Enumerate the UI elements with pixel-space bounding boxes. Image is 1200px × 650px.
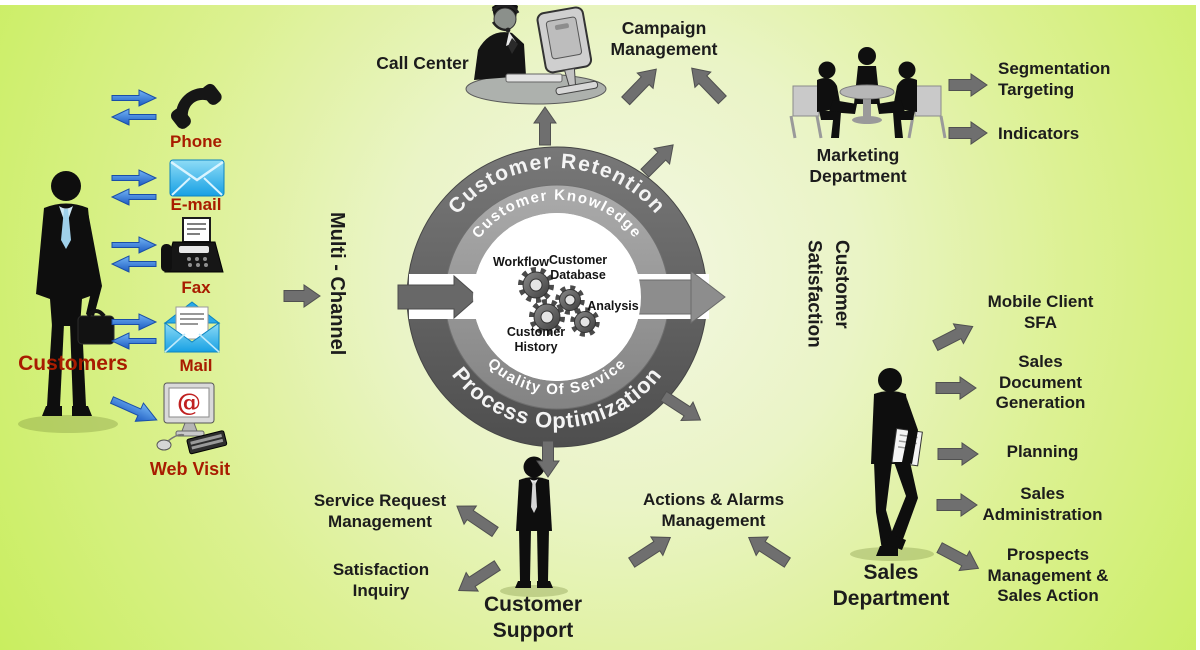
arrow-to-call-center	[533, 106, 557, 146]
crm-hub-rings: Customer Retention Process Optimization …	[397, 146, 726, 448]
crm-hub: Customer Retention Process Optimization …	[395, 145, 730, 449]
sales-document-generation-label: Sales Document Generation	[995, 352, 1086, 413]
arrow-to-segmentation	[948, 73, 988, 97]
phone-label: Phone	[170, 132, 222, 151]
arrow-to-service-request	[456, 505, 499, 538]
campaign-management-label: Campaign Management	[610, 18, 718, 60]
planning-label: Planning	[1006, 442, 1079, 461]
mail-open-envelope-icon	[163, 301, 221, 353]
service-request-management-label: Service Request Management	[313, 491, 447, 531]
arrow-to-actions-right	[747, 536, 791, 568]
analysis-label: Analysis	[587, 299, 639, 313]
customer-businessman-icon	[18, 171, 118, 433]
one-way-arrow-icon	[109, 396, 158, 422]
arrow-to-campaign-left	[621, 68, 657, 106]
two-way-arrow-icon	[110, 169, 158, 206]
workflow-label: Workflow	[492, 255, 550, 269]
marketing-team-icon	[789, 47, 947, 139]
two-way-arrow-icon	[110, 313, 158, 350]
arrow-to-sales-administration	[936, 493, 978, 517]
sales-department-label: Sales Department	[832, 561, 950, 610]
satisfaction-inquiry-label: Satisfaction Inquiry	[332, 560, 430, 600]
arrow-to-sales-document	[935, 376, 977, 400]
arrow-multi-channel	[283, 284, 321, 308]
fax-machine-icon	[161, 217, 224, 273]
multi-channel-label: Multi - Channel	[326, 212, 348, 356]
actions-alarms-management-label: Actions & Alarms Management	[642, 490, 785, 530]
phone-handset-icon	[170, 83, 222, 129]
web-computer-icon: @	[156, 382, 228, 455]
arrow-to-actions-left	[628, 536, 672, 568]
sales-administration-label: Sales Administration	[982, 484, 1103, 524]
call-center-label: Call Center	[376, 53, 469, 73]
customer-support-label: Customer Support	[483, 593, 583, 642]
two-way-arrow-icon	[110, 89, 158, 126]
support-person-icon	[500, 456, 568, 597]
indicators-label: Indicators	[998, 124, 1080, 143]
mail-label: Mail	[179, 356, 213, 375]
svg-text:@: @	[177, 388, 201, 417]
arrow-to-campaign-right	[691, 67, 727, 105]
segmentation-targeting-label: Segmentation Targeting	[998, 59, 1111, 99]
fax-label: Fax	[181, 278, 211, 297]
email-label: E-mail	[170, 195, 222, 214]
arrow-to-planning	[937, 442, 979, 466]
customer-satisfaction-label: Customer Satisfaction	[803, 240, 853, 348]
email-envelope-icon	[169, 159, 225, 197]
arrow-to-mobile-client	[932, 323, 974, 352]
inbound-arrow	[397, 274, 479, 320]
marketing-department-label: Marketing Department	[809, 145, 907, 187]
right-margin	[1196, 0, 1200, 650]
sales-person-icon	[850, 368, 934, 561]
customer-database-label: Customer Database	[548, 253, 608, 282]
mobile-client-sfa-label: Mobile Client SFA	[987, 292, 1094, 332]
two-way-arrow-icon	[110, 236, 158, 273]
customer-history-label: Customer History	[506, 325, 566, 354]
call-center-agent-icon	[465, 2, 607, 105]
arrow-to-indicators	[948, 121, 988, 145]
customers-label: Customers	[18, 352, 128, 375]
web-visit-label: Web Visit	[149, 459, 231, 479]
prospects-management-label: Prospects Management & Sales Action	[987, 545, 1109, 606]
top-margin	[0, 0, 1200, 5]
gears-icon	[518, 267, 600, 337]
